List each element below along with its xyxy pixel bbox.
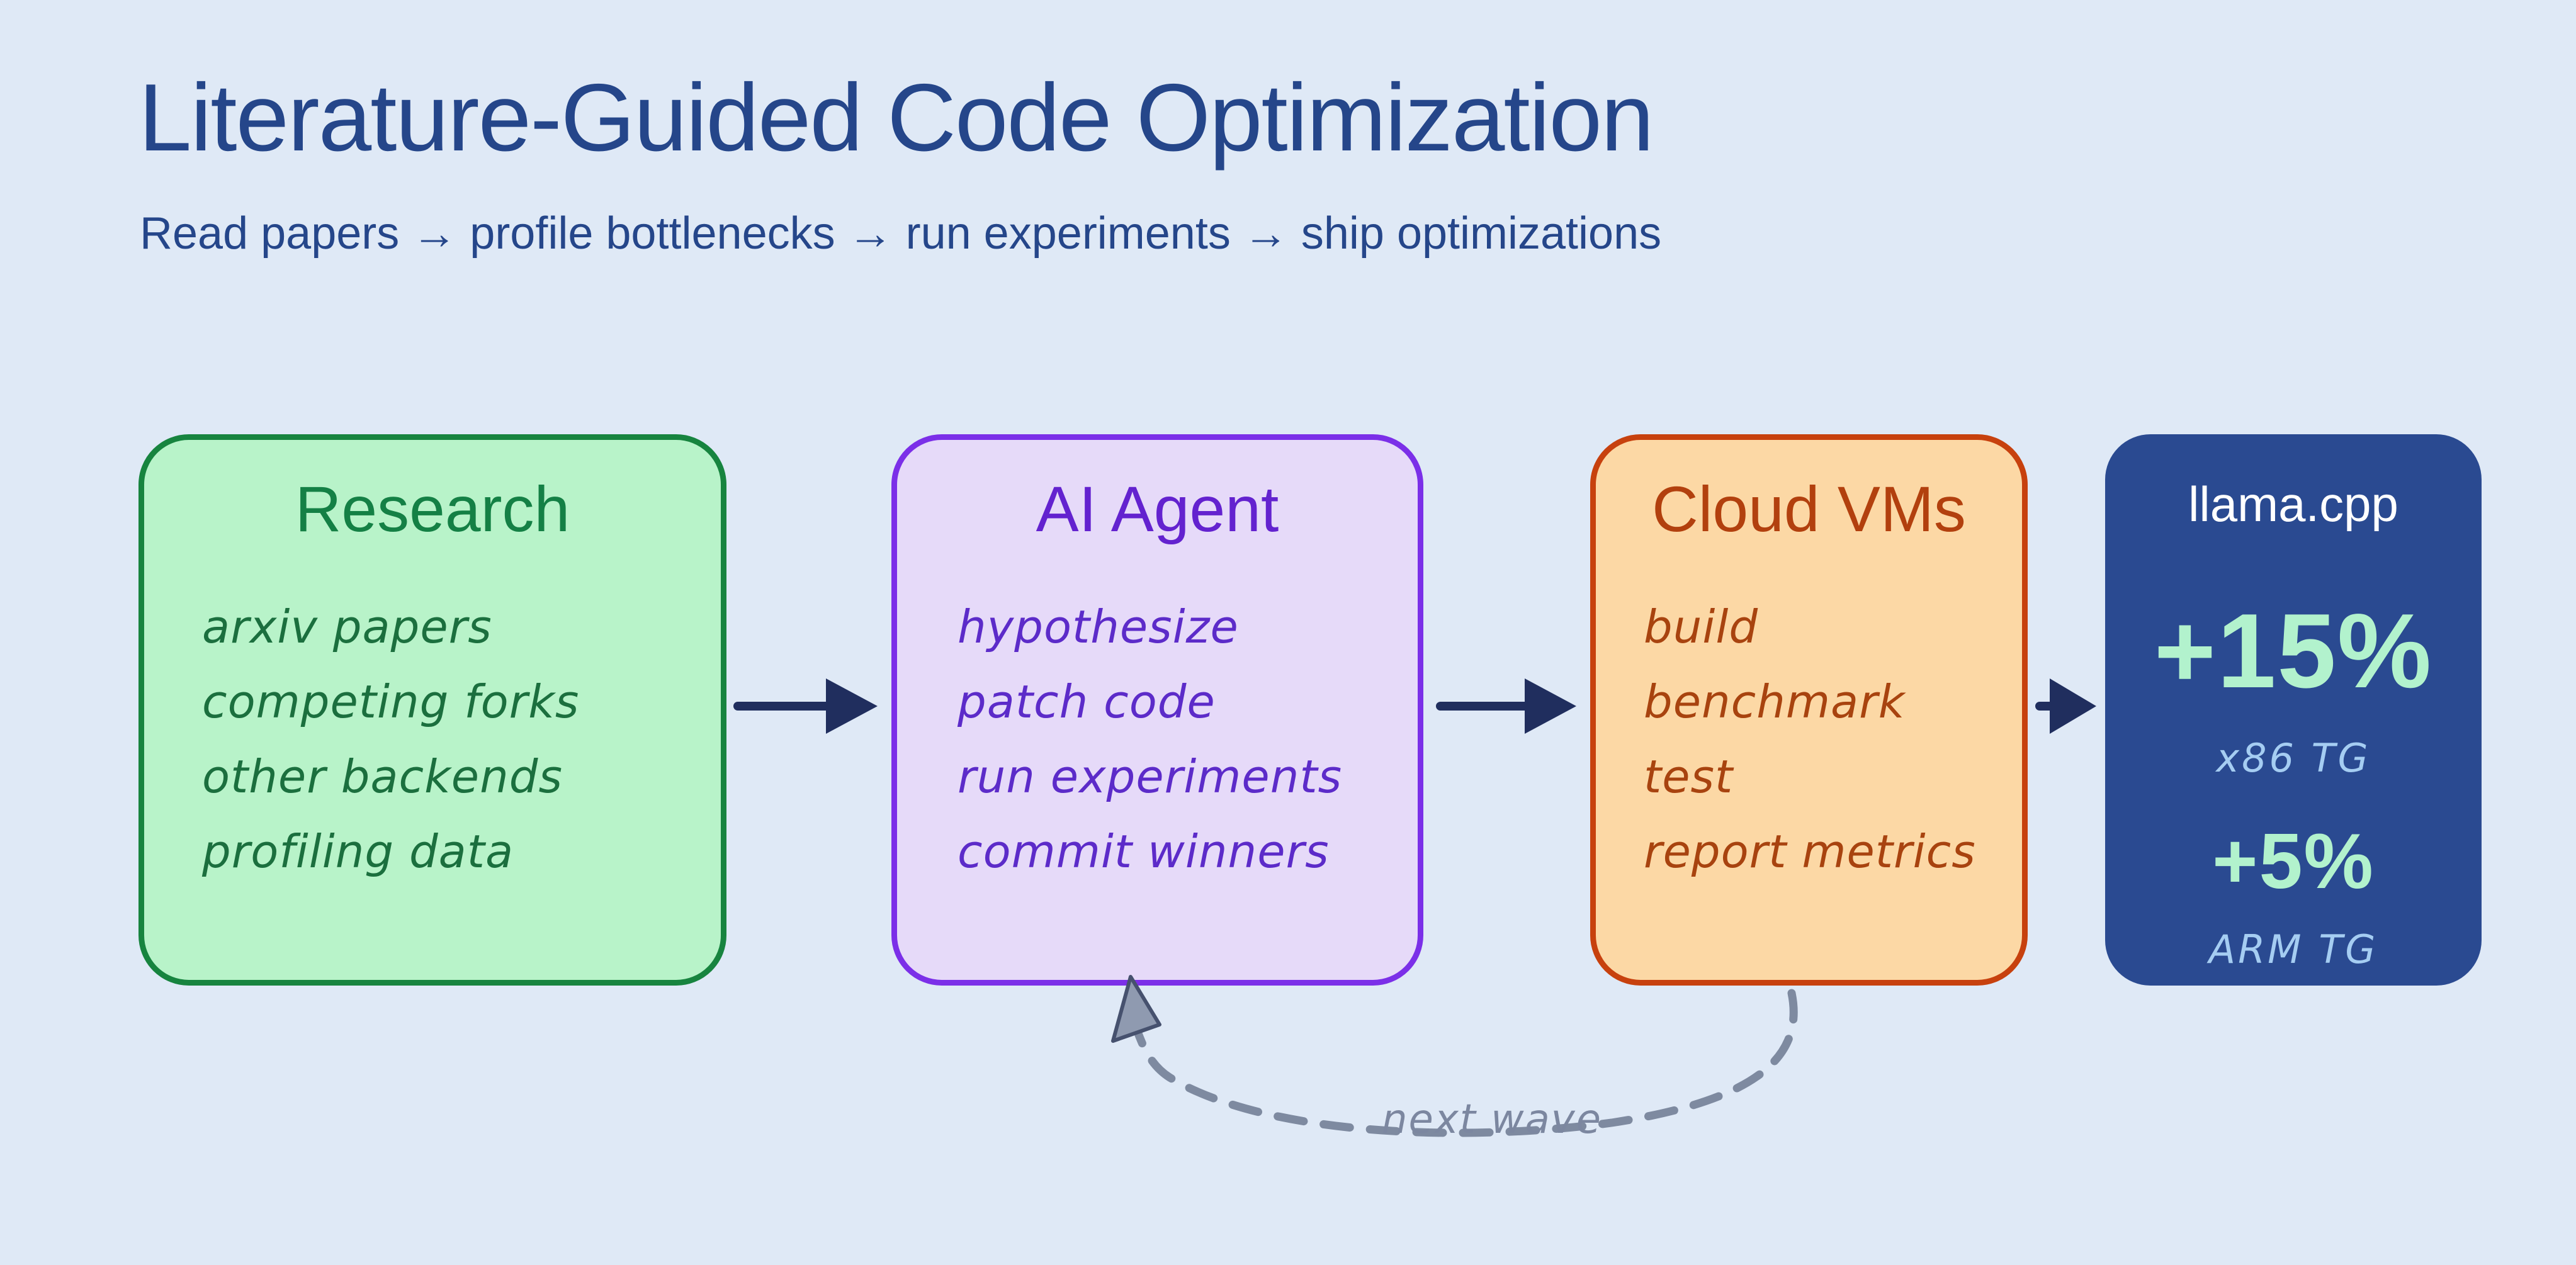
metric-value-arm: +5% bbox=[2212, 818, 2375, 905]
list-item: benchmark bbox=[1644, 675, 1906, 728]
list-item: arxiv papers bbox=[202, 600, 492, 653]
ai-agent-box: AI Agent hypothesize patch code run expe… bbox=[891, 434, 1423, 986]
ai-agent-box-items: hypothesize patch code run experiments c… bbox=[897, 590, 1418, 889]
ai-agent-box-title: AI Agent bbox=[1036, 473, 1279, 545]
metric-label-arm: ARM TG bbox=[2208, 926, 2378, 972]
list-item: test bbox=[1644, 750, 1734, 803]
llama-cpp-box: llama.cpp +15% x86 TG +5% ARM TG bbox=[2105, 434, 2482, 986]
research-box: Research arxiv papers competing forks ot… bbox=[138, 434, 726, 986]
research-box-title: Research bbox=[295, 473, 570, 545]
cloud-vms-box-items: build benchmark test report metrics bbox=[1596, 590, 2022, 889]
list-item: report metrics bbox=[1644, 825, 1976, 878]
list-item: hypothesize bbox=[958, 600, 1239, 653]
list-item: competing forks bbox=[202, 675, 580, 728]
arrow-cloud-to-llama bbox=[2035, 678, 2096, 734]
page-subtitle: Read papers → profile bottlenecks → run … bbox=[140, 208, 1662, 259]
arrow-agent-to-cloud bbox=[1436, 678, 1576, 734]
feedback-label: next wave bbox=[1381, 1096, 1603, 1143]
list-item: other backends bbox=[202, 750, 563, 803]
research-box-items: arxiv papers competing forks other backe… bbox=[144, 590, 721, 889]
metric-value-x86: +15% bbox=[2154, 592, 2433, 710]
list-item: build bbox=[1644, 600, 1759, 653]
list-item: commit winners bbox=[958, 825, 1330, 878]
list-item: patch code bbox=[958, 675, 1216, 728]
metric-label-x86: x86 TG bbox=[2216, 735, 2371, 781]
list-item: profiling data bbox=[202, 825, 514, 878]
page-title: Literature-Guided Code Optimization bbox=[138, 64, 1654, 171]
feedback-arrowhead-icon bbox=[1113, 977, 1160, 1041]
cloud-vms-box-title: Cloud VMs bbox=[1652, 473, 1966, 545]
llama-cpp-box-title: llama.cpp bbox=[2188, 476, 2398, 532]
list-item: run experiments bbox=[958, 750, 1343, 803]
cloud-vms-box: Cloud VMs build benchmark test report me… bbox=[1590, 434, 2028, 986]
arrow-research-to-agent bbox=[733, 678, 878, 734]
